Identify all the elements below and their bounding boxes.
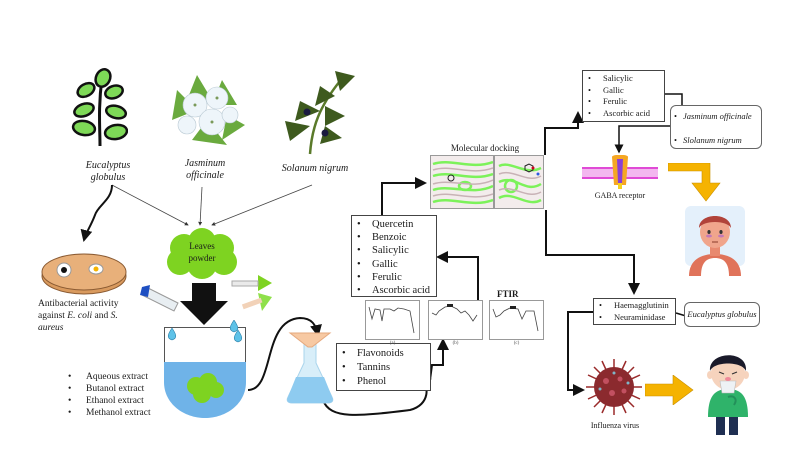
- leaves-powder-cloud: [167, 228, 237, 279]
- phytochemical-item: Flavonoids: [337, 347, 430, 361]
- phytochemical-item: Phenol: [337, 375, 430, 389]
- influenza-virus-label: Influenza virus: [590, 421, 640, 430]
- gaba-source-label: Slolanum nigrum: [683, 135, 742, 145]
- gaba-source-item: •Jasminum officinale: [674, 111, 752, 121]
- extract-item: •Butanol extract: [68, 384, 145, 394]
- sick-person-icon: [707, 355, 749, 435]
- ftir-caption-c: (c): [513, 341, 520, 346]
- arrow-jasmine-to-powder: [198, 186, 203, 226]
- plant-label-solanum: Solanum nigrum: [275, 163, 355, 175]
- plant-label-jasmine: Jasminum officinale: [175, 158, 235, 182]
- ftir-caption-a: (a): [389, 341, 396, 346]
- leaves-powder-line1: Leaves: [189, 241, 215, 251]
- extract-label: Methanol extract: [86, 408, 151, 418]
- gaba-receptor-icon: [582, 155, 658, 189]
- petri-dish-icon: [41, 253, 127, 295]
- plant-name-line1: Eucalyptus: [85, 160, 131, 171]
- arrow-sources-to-gaba: [614, 125, 670, 154]
- gaba-sources-box: •Jasminum officinale •Slolanum nigrum: [670, 105, 762, 149]
- influenza-source-box: Eucalyptus globulus: [684, 302, 760, 327]
- antibacterial-line1: Antibacterial activity: [38, 299, 119, 309]
- compound-item: Quercetin: [352, 218, 436, 231]
- gaba-source-label: Jasminum officinale: [683, 111, 752, 121]
- influenza-target-item: Haemagglutinin: [594, 300, 675, 312]
- compound-item: Gallic: [352, 258, 436, 271]
- leaves-powder-line2: powder: [188, 253, 216, 263]
- gaba-compound-item: Ascorbic acid: [583, 108, 664, 120]
- extract-item: •Ethanol extract: [68, 396, 144, 406]
- gaba-compound-item: Ferulic: [583, 96, 664, 108]
- solvent-bottle-icon: [140, 285, 179, 312]
- docking-structure-left: [430, 155, 494, 209]
- text-ecoli: E. coli: [67, 311, 93, 321]
- extract-item: •Methanol extract: [68, 408, 151, 418]
- compound-item: Ascorbic acid: [352, 284, 436, 297]
- compound-item: Benzoic: [352, 231, 436, 244]
- orange-arrow-icon: [668, 163, 721, 202]
- extracts-list: •Aqueous extract •Butanol extract •Ethan…: [66, 371, 151, 419]
- arrow-phytochemicals-to-ftir: [429, 338, 449, 381]
- phytochemical-item: Tannins: [337, 361, 430, 375]
- extraction-vessel-liquid: [164, 362, 246, 418]
- extract-label: Ethanol extract: [86, 396, 144, 406]
- ftir-caption-b: (b): [452, 341, 459, 346]
- arrow-solanum-to-powder: [211, 184, 313, 226]
- extract-label: Butanol extract: [86, 384, 145, 394]
- eucalyptus-leaf-icon: [71, 68, 128, 147]
- extract-label: Aqueous extract: [86, 372, 148, 382]
- antibacterial-label: Antibacterial activity against E. coli a…: [38, 298, 128, 334]
- filter-flask-icon: [286, 332, 334, 404]
- gaba-compound-item: Gallic: [583, 85, 664, 97]
- down-arrow-icon: [180, 283, 228, 325]
- arrow-targets-to-virus: [567, 311, 593, 396]
- text-against: against: [38, 311, 68, 321]
- docking-structure-right: [494, 155, 544, 209]
- compound-item: Ferulic: [352, 271, 436, 284]
- influenza-targets-box: Haemagglutinin Neuraminidase: [593, 298, 676, 325]
- antibacterial-line2: against E. coli and S.: [38, 310, 128, 322]
- gaba-source-item: •Slolanum nigrum: [674, 135, 742, 145]
- arrow-docking-to-gaba-compounds: [544, 111, 584, 155]
- gaba-compound-item: Salicylic: [583, 73, 664, 85]
- arrow-eucalyptus-to-powder: [111, 184, 189, 226]
- text-aureus: aureus: [38, 323, 64, 333]
- ftir-spectrum-a: [365, 300, 420, 340]
- plant-label-eucalyptus: Eucalyptus globulus: [78, 160, 138, 184]
- arrow-compounds-to-docking: [381, 177, 427, 215]
- water-drops-icon: [167, 320, 243, 343]
- funnel-icon: [231, 275, 272, 311]
- compounds-box: Quercetin Benzoic Salicylic Gallic Ferul…: [351, 215, 437, 297]
- arrow-eucalyptus-to-petri: [80, 184, 113, 242]
- extract-item: •Aqueous extract: [68, 372, 148, 382]
- influenza-virus-icon: [586, 359, 642, 415]
- gaba-receptor-label: GABA receptor: [594, 191, 646, 200]
- insomnia-person-icon: [685, 206, 745, 276]
- jasmine-flower-icon: [172, 75, 245, 145]
- arrow-extract-to-flask: [247, 316, 322, 391]
- ftir-spectrum-c: [489, 300, 544, 340]
- influenza-target-item: Neuraminidase: [594, 312, 675, 324]
- compound-item: Salicylic: [352, 244, 436, 257]
- ftir-title: FTIR: [497, 289, 519, 299]
- nightshade-plant-icon: [285, 71, 355, 155]
- text-s: S.: [110, 311, 118, 321]
- docking-title: Molecular docking: [450, 143, 520, 153]
- extraction-vessel-top: [164, 327, 246, 363]
- ftir-spectrum-b: [428, 300, 483, 340]
- gaba-compounds-box: Salicylic Gallic Ferulic Ascorbic acid: [582, 70, 665, 122]
- phytochemicals-box: Flavonoids Tannins Phenol: [336, 343, 431, 391]
- plant-name-line2: globulus: [90, 172, 126, 183]
- plant-name-line1: Solanum nigrum: [281, 163, 349, 174]
- plant-name-line2: officinale: [186, 170, 224, 181]
- arrow-ftir-to-compounds: [436, 251, 479, 300]
- orange-arrow-right-icon: [645, 375, 694, 405]
- leaves-powder-label: Leaves powder: [170, 240, 234, 264]
- line-gaba-compounds-to-sources: [665, 93, 683, 108]
- plant-name-line1: Jasminum: [184, 158, 226, 169]
- text-and: and: [92, 311, 111, 321]
- arrow-docking-to-influenza-targets: [545, 210, 640, 295]
